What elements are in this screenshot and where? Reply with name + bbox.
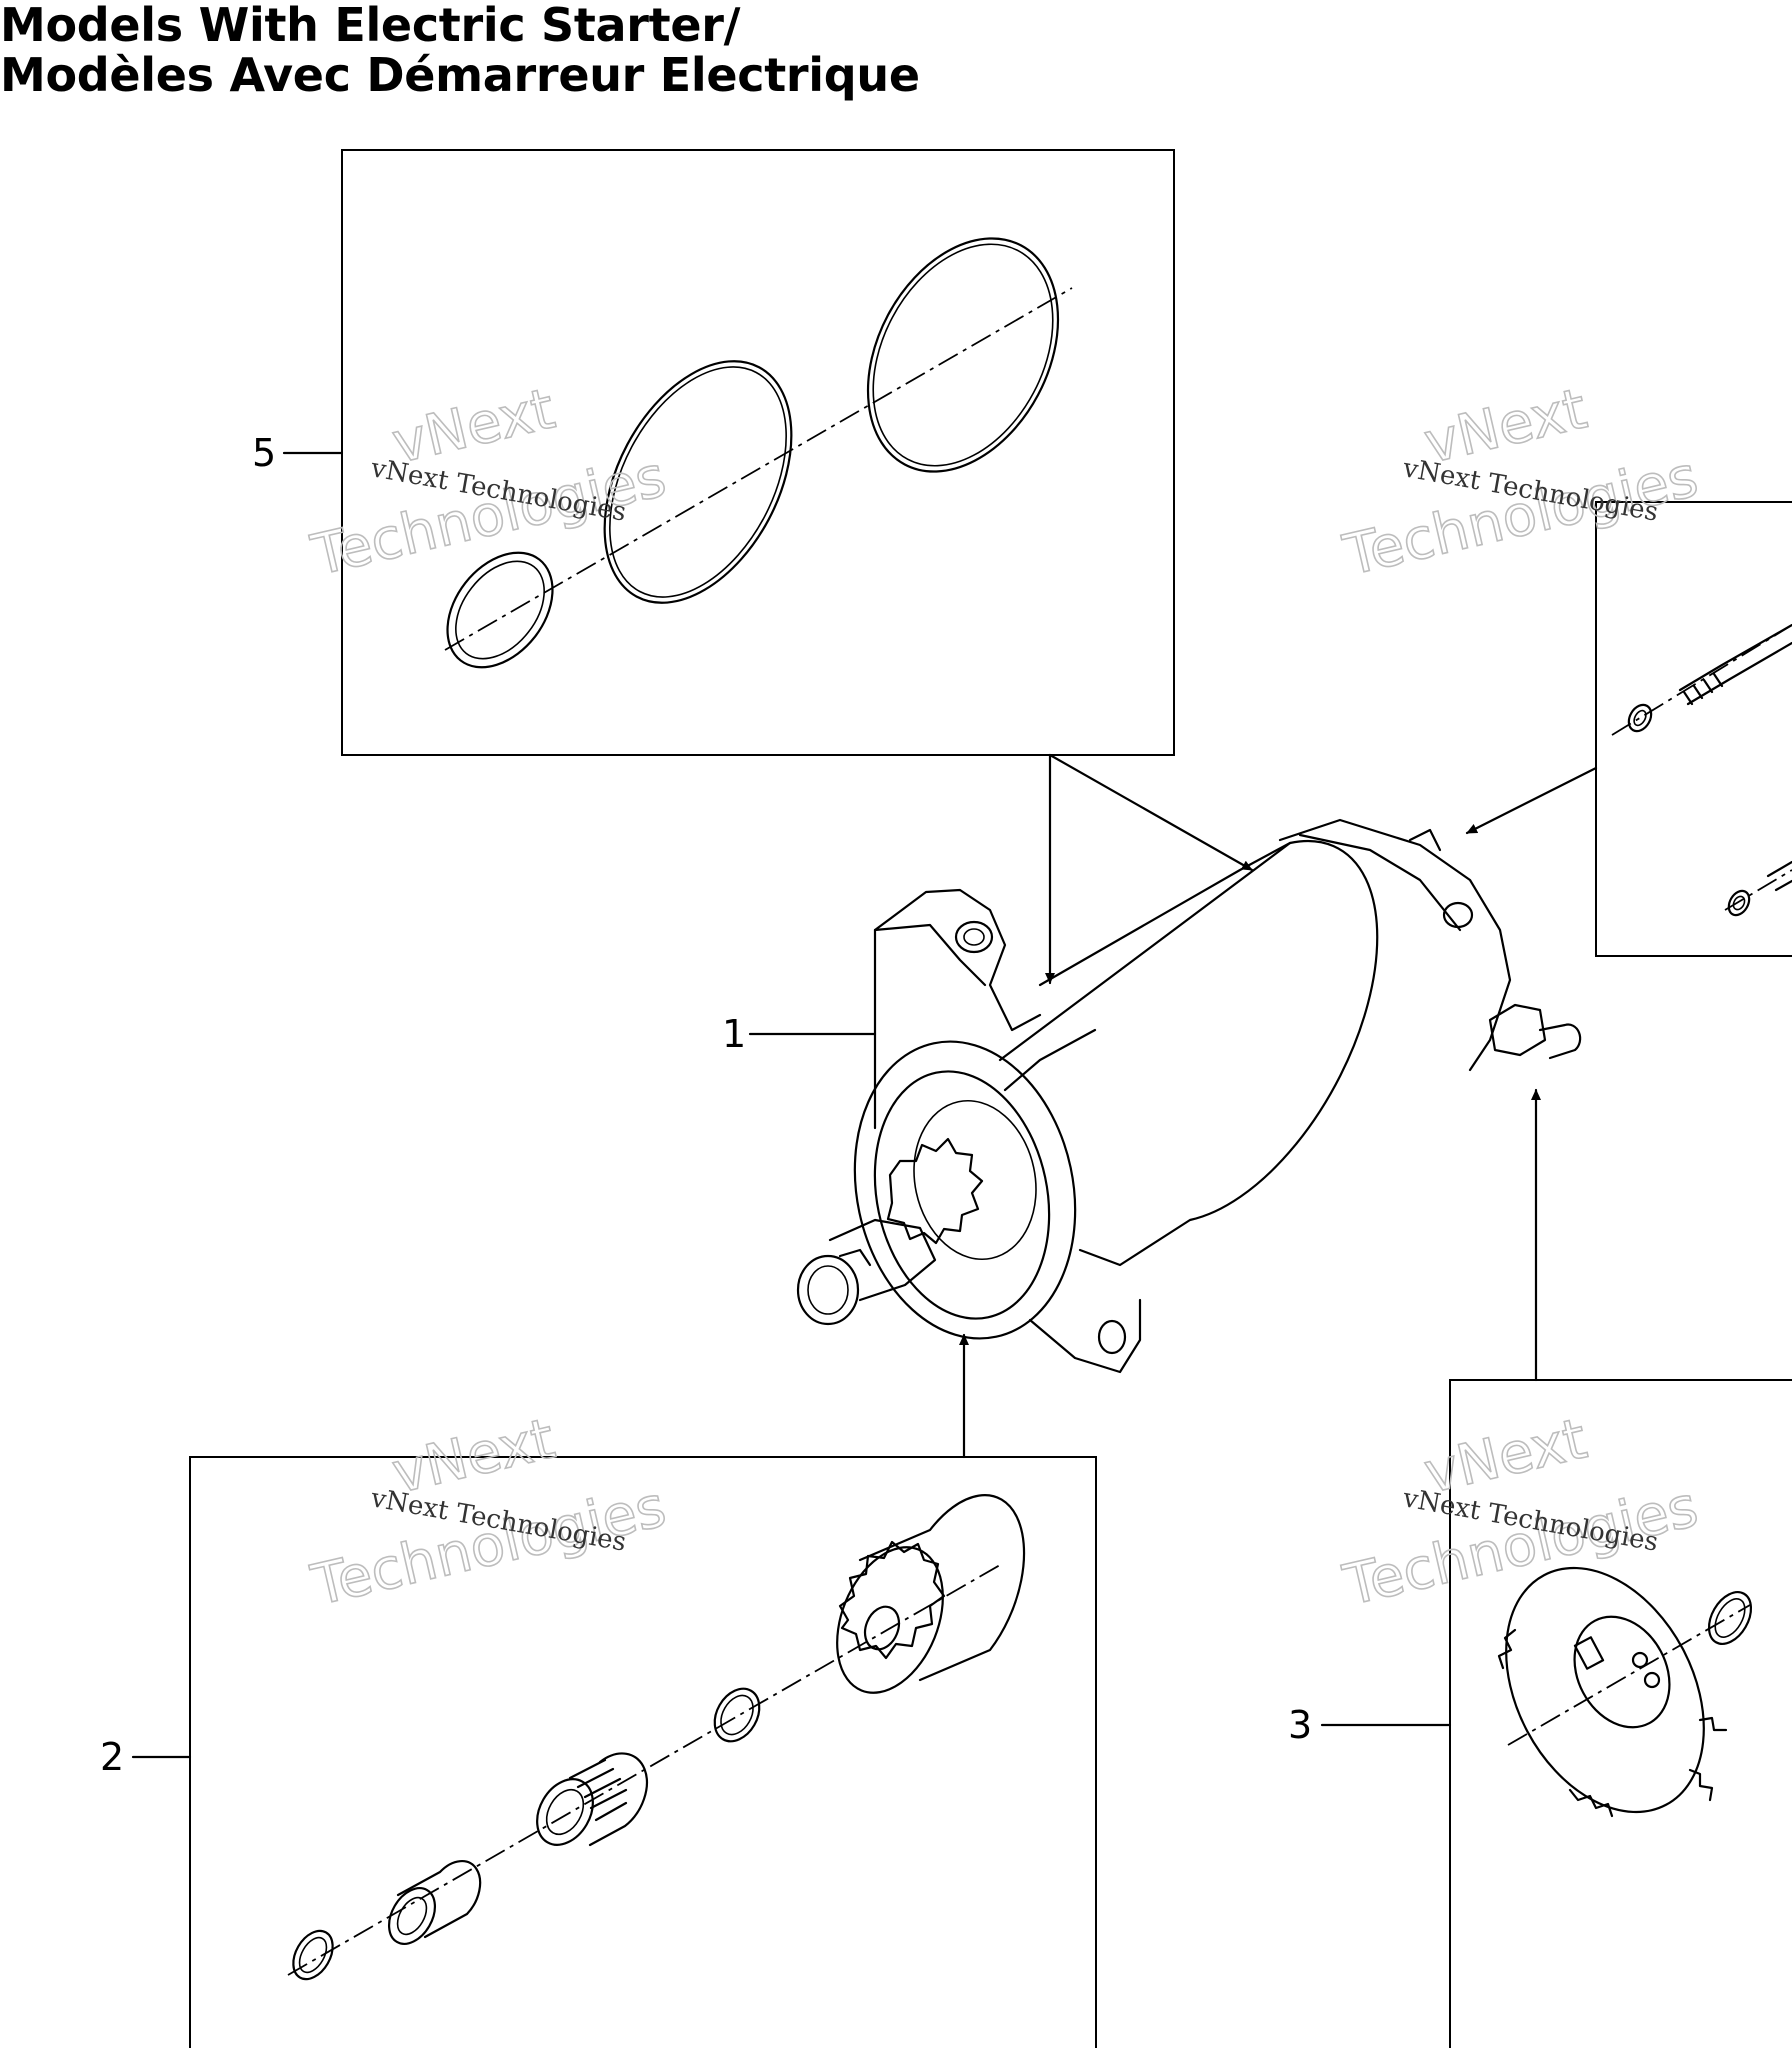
assembly-arrows	[959, 753, 1598, 1459]
watermark-bottomright: vNext Technologies vNext Technologies	[1337, 1406, 1705, 1620]
callout-5: 5	[252, 431, 276, 475]
watermark-topleft: vNext Technologies vNext Technologies	[305, 376, 673, 590]
watermark-bottomleft: vNext Technologies vNext Technologies	[305, 1406, 673, 1620]
terminal-hardware-set-4	[1611, 623, 1792, 917]
o-ring-set-5	[444, 237, 1073, 669]
callout-1: 1	[722, 1012, 746, 1056]
watermark-topright: vNext Technologies vNext Technologies	[1337, 376, 1705, 590]
detail-box-2	[189, 1456, 1097, 2048]
page-title: Models With Electric Starter/ Modèles Av…	[0, 0, 920, 100]
pinion-drive-set-2	[287, 1494, 1026, 1981]
detail-box-4	[1595, 501, 1792, 957]
title-line-english: Models With Electric Starter/	[0, 0, 741, 52]
lock-plate-set-3	[1497, 1566, 1753, 1818]
callout-2: 2	[100, 1735, 124, 1779]
title-line-french: Modèles Avec Démarreur Electrique	[0, 48, 920, 102]
callout-3: 3	[1288, 1703, 1312, 1747]
starter-motor-assembly	[796, 818, 1582, 1374]
detail-box-3	[1449, 1379, 1792, 2048]
